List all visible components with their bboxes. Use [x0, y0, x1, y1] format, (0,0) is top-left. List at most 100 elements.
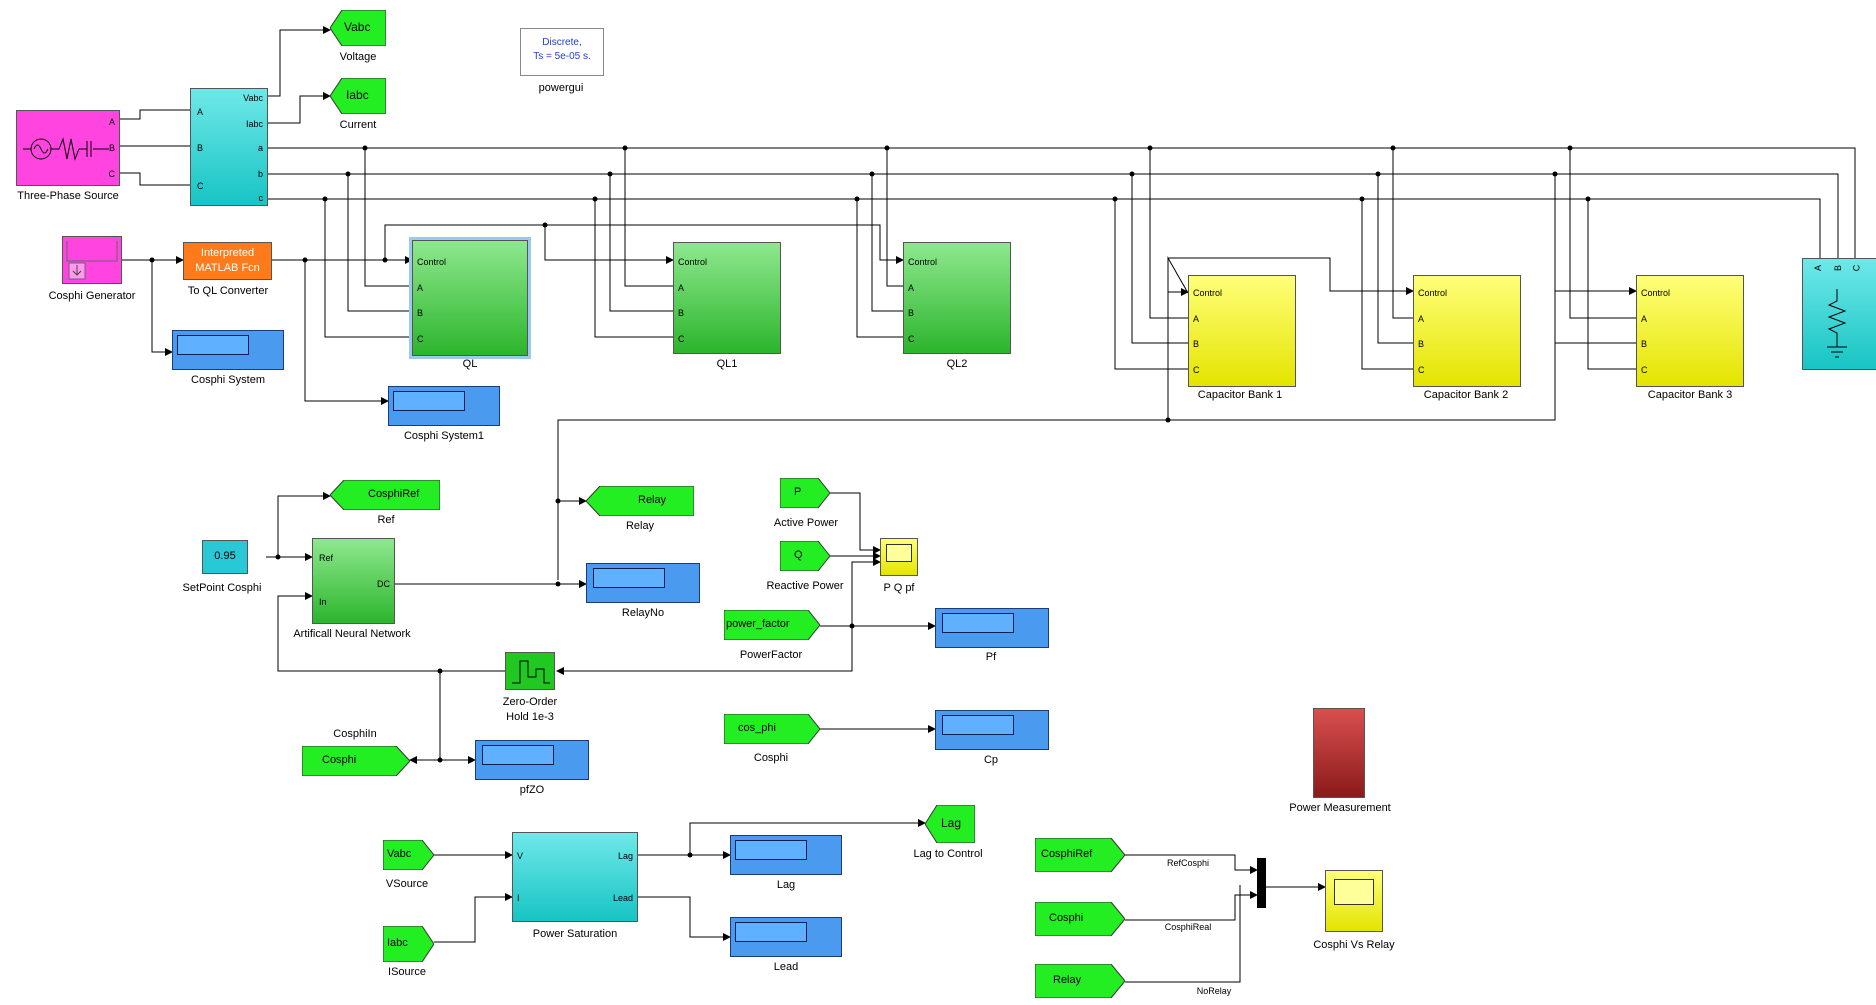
ql1-block[interactable]: Control A B C: [673, 242, 781, 354]
ql-block[interactable]: Control A B C: [412, 240, 528, 356]
scope-cosphi-vs-relay[interactable]: [1325, 870, 1383, 932]
goto-lag[interactable]: Lag: [925, 805, 975, 843]
display-cosphi-system[interactable]: [172, 330, 284, 370]
ql1-c: C: [678, 334, 685, 344]
three-phase-load[interactable]: A B C: [1802, 258, 1876, 370]
meas-in-a: A: [197, 107, 204, 117]
scope-screen: [886, 544, 912, 562]
goto-vabc[interactable]: Vabc: [330, 10, 386, 46]
cosphi-generator-label: Cosphi Generator: [48, 290, 136, 302]
goto-iabc-shape: [330, 78, 386, 114]
goto-relay[interactable]: Relay: [586, 486, 694, 516]
ql-c: C: [417, 334, 424, 344]
goto-vabc-tag: Vabc: [344, 20, 371, 34]
from-cos-phi[interactable]: cos_phi: [724, 714, 820, 744]
zero-order-hold[interactable]: [505, 652, 555, 690]
matlab-fcn-block[interactable]: Interpreted MATLAB Fcn: [183, 242, 272, 280]
from-p-tag: P: [794, 486, 802, 498]
goto-lag-shape: [925, 805, 975, 843]
ql-label: QL: [462, 358, 478, 370]
display-lead[interactable]: [730, 917, 842, 957]
source-port-c: C: [108, 169, 116, 179]
display-lag[interactable]: [730, 835, 842, 875]
setpoint-constant[interactable]: 0.95: [202, 540, 248, 574]
powergui-line2: Ts = 5e-05 s.: [533, 51, 591, 62]
cap1-a: A: [1193, 314, 1200, 324]
mux-block[interactable]: [1257, 858, 1266, 908]
display-pf-label: Pf: [985, 651, 997, 663]
from-cosphi[interactable]: Cosphi: [1035, 902, 1125, 936]
display-readout: [942, 613, 1014, 633]
display-pf[interactable]: [935, 608, 1049, 648]
goto-cosphiref-shape: [330, 480, 440, 510]
matlab-fcn-line2: MATLAB Fcn: [195, 262, 260, 274]
scope-cosphi-vs-relay-label: Cosphi Vs Relay: [1313, 939, 1395, 951]
ql1-label: QL1: [716, 358, 738, 370]
setpoint-value: 0.95: [214, 550, 236, 562]
display-readout: [593, 568, 665, 588]
ql-b: B: [417, 308, 424, 318]
scope-pq-pf-label: P Q pf: [883, 582, 915, 594]
capacitor-bank-1[interactable]: Control A B C: [1188, 275, 1296, 387]
cap3-a: A: [1641, 314, 1648, 324]
goto-vabc-label: Voltage: [339, 51, 377, 63]
display-relayno-label: RelayNo: [621, 607, 665, 619]
display-readout: [735, 922, 807, 942]
from-p-label: Active Power: [773, 517, 839, 529]
cap1-b: B: [1193, 339, 1200, 349]
ann-block[interactable]: Ref In DC: [312, 538, 395, 624]
capacitor-bank-3[interactable]: Control A B C: [1636, 275, 1744, 387]
cap2-b: B: [1418, 339, 1425, 349]
display-relayno[interactable]: [586, 563, 700, 603]
ql1-control: Control: [678, 257, 708, 267]
from-q[interactable]: Q: [780, 541, 830, 571]
ql2-c: C: [908, 334, 915, 344]
power-measurement-block[interactable]: [1313, 708, 1365, 798]
goto-cosphi[interactable]: Cosphi: [302, 746, 410, 776]
power-saturation-block[interactable]: V I Lag Lead: [512, 832, 638, 922]
from-cos-phi-label: Cosphi: [753, 752, 789, 764]
three-phase-measurement[interactable]: A B C Vabc Iabc a b c: [190, 88, 268, 206]
display-lead-label: Lead: [773, 961, 799, 973]
ql1-b: B: [678, 308, 685, 318]
setpoint-label: SetPoint Cosphi: [182, 582, 262, 594]
ann-in-port: In: [319, 597, 327, 607]
goto-iabc[interactable]: Iabc: [330, 78, 386, 114]
powergui-block[interactable]: Discrete, Ts = 5e-05 s.: [520, 28, 604, 76]
cap1-c: C: [1193, 365, 1200, 375]
cap1-control: Control: [1193, 288, 1223, 298]
from-relay[interactable]: Relay: [1035, 964, 1125, 998]
signal-builder-icon: [66, 241, 118, 280]
cap2-label: Capacitor Bank 2: [1423, 389, 1509, 401]
from-iabc[interactable]: Iabc: [383, 926, 434, 962]
goto-relay-label: Relay: [625, 520, 655, 532]
capacitor-bank-2[interactable]: Control A B C: [1413, 275, 1521, 387]
source-label: Three-Phase Source: [17, 190, 119, 202]
from-power-factor[interactable]: power_factor: [724, 610, 820, 640]
goto-cosphiref-label: Ref: [377, 514, 395, 526]
ql-control: Control: [417, 257, 447, 267]
display-readout: [393, 391, 465, 411]
display-readout: [735, 840, 807, 860]
goto-iabc-tag: Iabc: [346, 88, 369, 102]
from-cosphiref[interactable]: CosphiRef: [1035, 838, 1125, 872]
from-vabc-shape: [383, 840, 434, 870]
ql2-block[interactable]: Control A B C: [903, 242, 1011, 354]
goto-cosphiref[interactable]: CosphiRef: [330, 480, 440, 510]
display-cp[interactable]: [935, 710, 1049, 750]
ann-dc-port: DC: [377, 579, 390, 589]
display-cosphi-system1[interactable]: [388, 386, 500, 426]
ps-v-port: V: [517, 851, 524, 861]
cosphi-generator[interactable]: [62, 236, 122, 284]
zoh-step-icon: [512, 660, 550, 684]
display-cosphi-system-label: Cosphi System: [191, 374, 265, 386]
from-vabc[interactable]: Vabc: [383, 840, 434, 870]
from-p-shape: [780, 478, 830, 508]
three-phase-source[interactable]: A B C: [16, 110, 120, 186]
from-cos-phi-tag: cos_phi: [738, 722, 776, 734]
scope-pq-pf[interactable]: [880, 538, 918, 576]
from-cos-phi-shape: [724, 714, 820, 744]
from-p[interactable]: P: [780, 478, 830, 508]
powergui-label: powergui: [538, 82, 584, 94]
display-pfzo[interactable]: [475, 740, 589, 780]
